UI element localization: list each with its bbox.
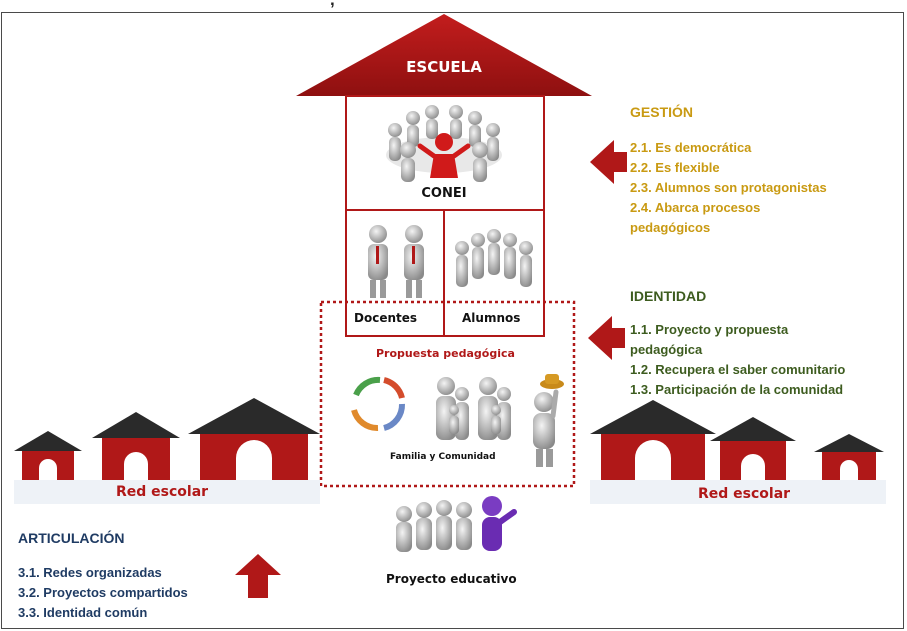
articulacion-arrow-icon	[235, 554, 281, 598]
identidad-item: 1.2. Recupera el saber comunitario	[630, 362, 846, 377]
gestion-list: 2.1. Es democrática 2.2. Es flexible 2.3…	[630, 138, 827, 238]
gestion-item: 2.4. Abarca procesos	[630, 200, 761, 215]
house-left-small	[14, 431, 82, 480]
cycle-arrows-icon	[351, 376, 405, 431]
docentes-label: Docentes	[354, 311, 418, 325]
identidad-title: IDENTIDAD	[630, 288, 707, 304]
familia-label: Familia y Comunidad	[390, 452, 496, 462]
diagram-frame	[1, 12, 904, 629]
conei-people-icon	[386, 105, 502, 182]
runners-icon	[396, 496, 517, 552]
right-reflection	[590, 480, 886, 504]
cut-title: ,	[330, 0, 335, 10]
articulacion-item: 3.2. Proyectos compartidos	[18, 585, 188, 600]
identidad-item: 1.1. Proyecto y propuesta	[630, 322, 789, 337]
house-right-small	[814, 434, 884, 480]
house-left-medium	[92, 412, 180, 480]
gestion-title: GESTIÓN	[630, 104, 694, 120]
identidad-list: 1.1. Proyecto y propuesta pedagógica 1.2…	[630, 320, 845, 400]
gestion-item: 2.2. Es flexible	[630, 160, 720, 175]
community-dotted-box	[319, 300, 576, 488]
conei-label: CONEI	[421, 186, 467, 201]
gestion-item: 2.3. Alumnos son protagonistas	[630, 180, 827, 195]
articulacion-list: 3.1. Redes organizadas 3.2. Proyectos co…	[18, 563, 188, 623]
house-right-large	[590, 400, 716, 480]
propuesta-label: Propuesta pedagógica	[376, 347, 515, 360]
family-icon-1	[436, 377, 469, 440]
articulacion-item: 3.3. Identidad común	[18, 605, 148, 620]
left-reflection	[14, 480, 320, 504]
roof-label: ESCUELA	[406, 58, 482, 76]
docentes-icon	[368, 225, 424, 298]
identidad-arrow-icon	[588, 316, 625, 360]
gestion-item: 2.1. Es democrática	[630, 140, 752, 155]
red-escolar-left-label: Red escolar	[116, 484, 209, 500]
identidad-item: 1.3. Participación de la comunidad	[630, 382, 844, 397]
alumnos-label: Alumnos	[462, 311, 521, 325]
family-icon-2	[478, 377, 511, 440]
identidad-item: pedagógica	[630, 342, 703, 357]
school-roof	[296, 14, 592, 96]
gestion-arrow-icon	[590, 140, 627, 184]
articulacion-title: ARTICULACIÓN	[18, 530, 125, 546]
articulacion-item: 3.1. Redes organizadas	[18, 565, 162, 580]
alumnos-icon	[455, 229, 533, 287]
house-left-large	[188, 398, 320, 480]
gestion-item: pedagógicos	[630, 220, 711, 235]
proyecto-label: Proyecto educativo	[386, 572, 517, 586]
red-escolar-right-label: Red escolar	[698, 486, 791, 502]
house-right-medium	[710, 417, 796, 480]
man-with-hat-icon	[533, 374, 564, 467]
